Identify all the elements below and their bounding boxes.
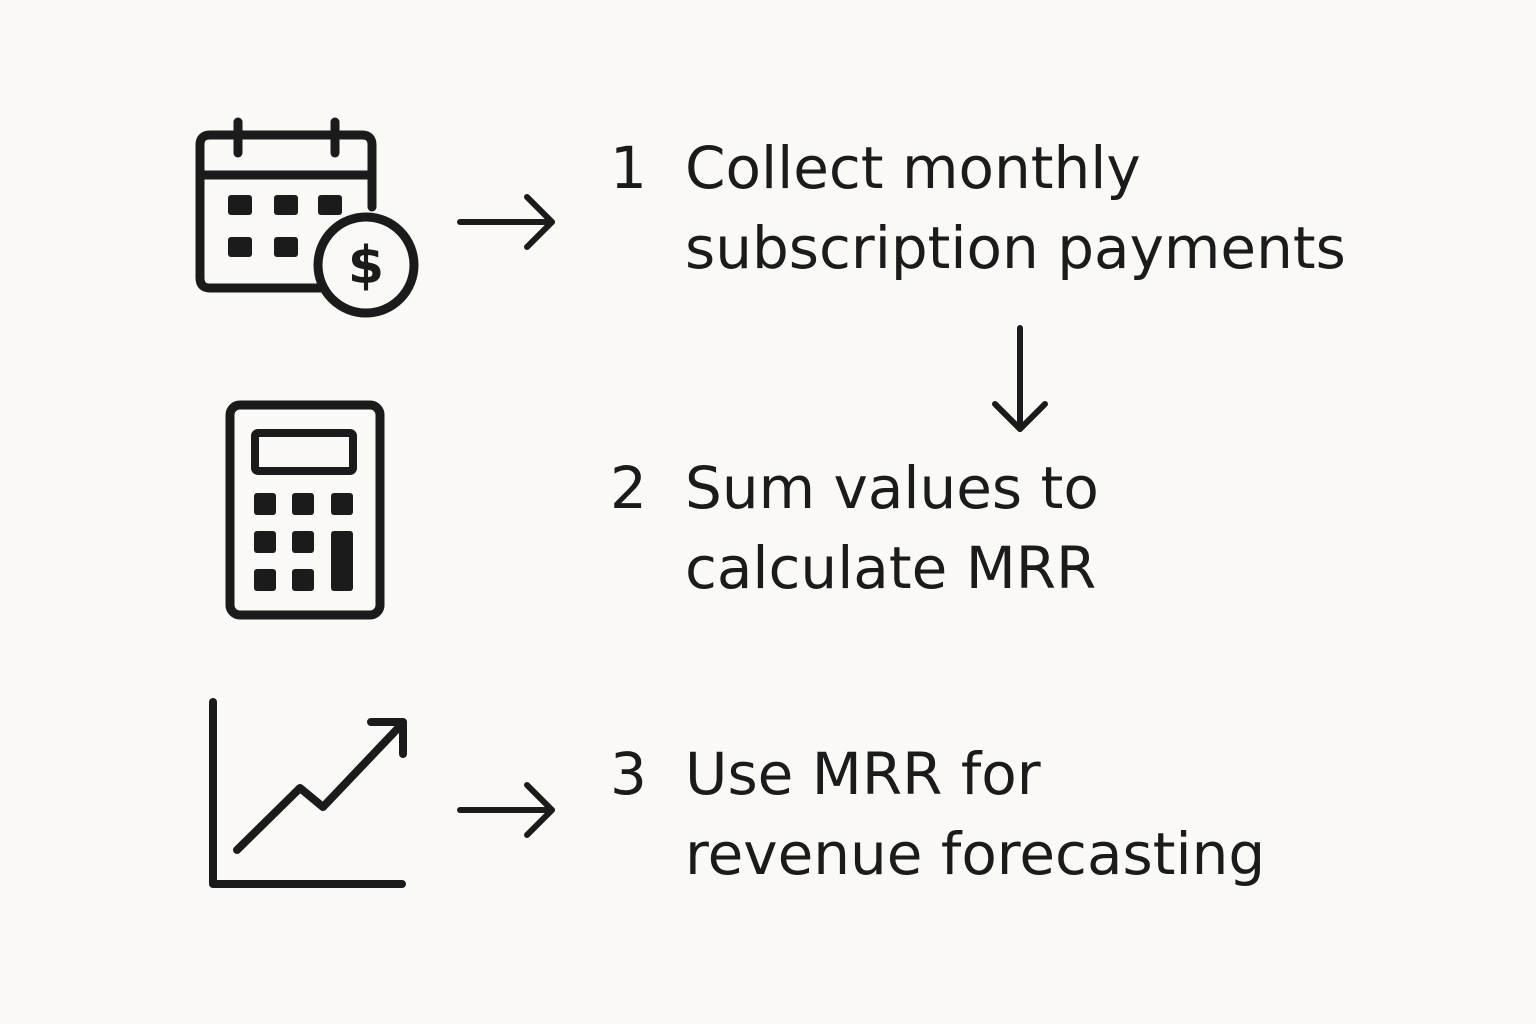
svg-text:$: $ [348, 236, 384, 296]
step-label: Collect monthly subscription payments [685, 128, 1346, 288]
step-label: Sum values to calculate MRR [685, 448, 1099, 608]
step-label-line: Use MRR for [685, 740, 1041, 808]
step-number: 2 [610, 454, 647, 522]
growth-chart-icon [205, 695, 415, 895]
arrow-right-icon [455, 190, 560, 260]
step-label-line: subscription payments [685, 214, 1346, 282]
step-number: 3 [610, 740, 647, 808]
step-label-line: revenue forecasting [685, 820, 1266, 888]
calendar-dollar-icon: $ [190, 115, 425, 325]
step-label-line: Sum values to [685, 454, 1099, 522]
calculator-icon [225, 400, 385, 620]
step-label: Use MRR for revenue forecasting [685, 734, 1265, 894]
arrow-right-icon [455, 776, 560, 846]
arrow-down-icon [985, 322, 1055, 437]
step-number: 1 [610, 134, 647, 202]
step-label-line: calculate MRR [685, 534, 1097, 602]
step-label-line: Collect monthly [685, 134, 1141, 202]
